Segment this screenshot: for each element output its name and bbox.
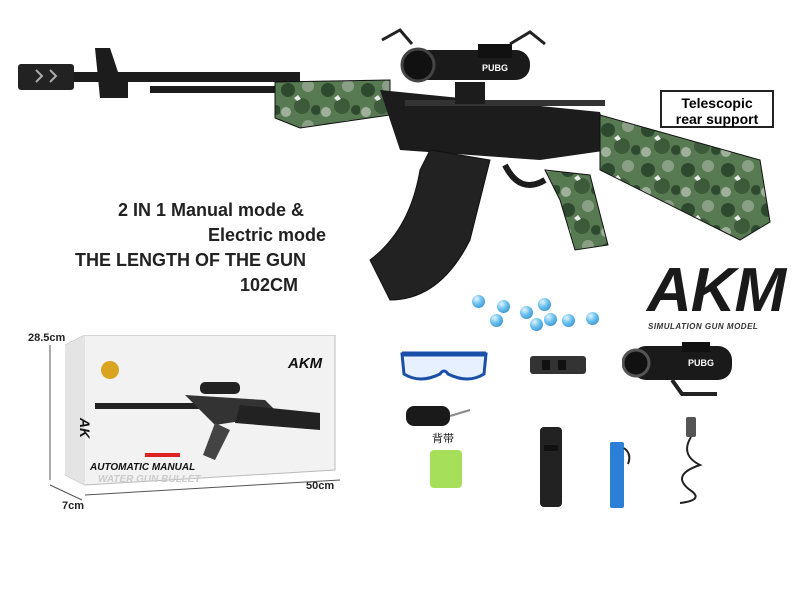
silencer-icon bbox=[540, 427, 562, 507]
strap-label: 背带 bbox=[432, 432, 454, 445]
length-value: 102CM bbox=[240, 275, 299, 295]
badge-line2: rear support bbox=[675, 111, 759, 127]
box-model-label: AKM bbox=[288, 355, 323, 372]
brand-subtitle: SIMULATION GUN MODEL bbox=[648, 322, 759, 331]
package-box bbox=[65, 335, 336, 486]
brand-title: AKM bbox=[647, 256, 786, 325]
usb-cable-icon bbox=[679, 417, 703, 504]
muzzle-brake-icon bbox=[530, 356, 586, 374]
box-water-label: WATER GUN BULLET bbox=[98, 474, 201, 485]
box-width-dim: 50cm bbox=[306, 480, 335, 492]
dimension-lines bbox=[49, 345, 341, 501]
scope-label: PUBG bbox=[482, 63, 508, 73]
box-height-dim: 28.5cm bbox=[28, 332, 66, 344]
box-mode-label: AUTOMATIC MANUAL bbox=[90, 462, 196, 473]
scope-accessory-icon: PUBG bbox=[622, 342, 732, 396]
battery-icon bbox=[610, 442, 631, 508]
akm-rifle-image: PUBG bbox=[18, 28, 771, 301]
gel-pack-icon bbox=[430, 450, 462, 488]
mode-text-line1: 2 IN 1 Manual mode & bbox=[118, 200, 305, 220]
strap-icon bbox=[406, 406, 471, 426]
svg-text:PUBG: PUBG bbox=[688, 358, 714, 368]
badge-line1: Telescopic bbox=[681, 95, 753, 111]
mode-text-line2: Electric mode bbox=[208, 225, 327, 245]
length-text-line: THE LENGTH OF THE GUN bbox=[75, 250, 306, 270]
box-depth-dim: 7cm bbox=[62, 500, 85, 512]
safety-goggles-icon bbox=[400, 351, 488, 381]
telescopic-badge: Telescopic rear support bbox=[660, 90, 774, 128]
